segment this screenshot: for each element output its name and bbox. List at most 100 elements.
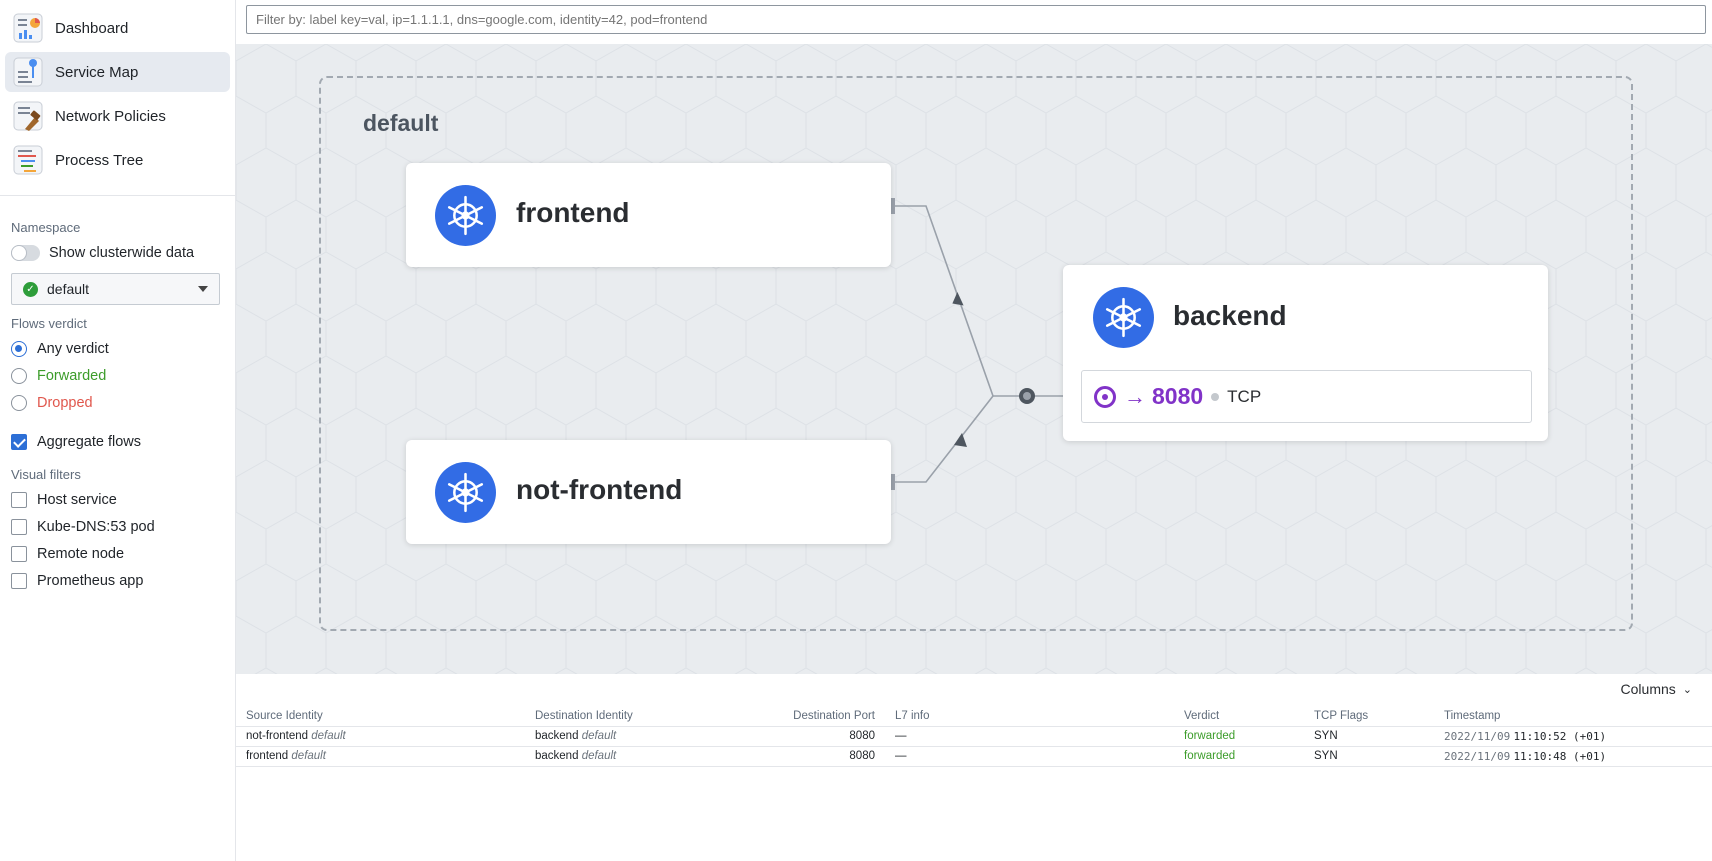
header-l7-info[interactable]: L7 info (885, 706, 1174, 727)
verdict-dropped[interactable]: Dropped (11, 389, 224, 416)
network-policies-icon (13, 101, 43, 131)
service-name-backend: backend (1173, 300, 1287, 331)
timestamp-time: 11:10:52 (+01) (1513, 729, 1607, 743)
visual-kube-dns[interactable]: Kube-DNS:53 pod (11, 513, 224, 540)
visual-remote-node[interactable]: Remote node (11, 540, 224, 567)
service-name-not-frontend: not-frontend (516, 474, 683, 505)
namespace-box (319, 76, 1633, 631)
flows-table: Source Identity Destination Identity Des… (236, 706, 1712, 767)
timestamp-date: 2022/11/09 (1444, 729, 1511, 743)
namespace-title: Namespace (11, 220, 81, 235)
arrow-right-icon: → (1124, 383, 1146, 409)
service-card-not-frontend[interactable]: not-frontend (406, 440, 891, 544)
visual-prometheus-app[interactable]: Prometheus app (11, 567, 224, 594)
table-row[interactable]: frontend default backend default 8080 — … (236, 746, 1712, 767)
header-source-identity[interactable]: Source Identity (236, 706, 525, 727)
verdict-any[interactable]: Any verdict (11, 335, 224, 362)
cell-verdict: forwarded (1174, 746, 1304, 767)
dashboard-icon (13, 13, 43, 43)
nav-item-process-tree[interactable]: Process Tree (5, 140, 230, 180)
timestamp-time: 11:10:48 (+01) (1513, 749, 1607, 763)
nav-item-dashboard[interactable]: Dashboard (5, 8, 230, 48)
radio-any[interactable] (11, 340, 27, 357)
port-protocol: TCP (1227, 386, 1262, 406)
sidebar-divider (0, 195, 235, 196)
host-service-checkbox[interactable] (11, 491, 27, 508)
cell-timestamp: 2022/11/09 11:10:52 (+01) (1434, 726, 1712, 747)
nav-label-network-policies: Network Policies (55, 107, 166, 125)
verdict-forwarded[interactable]: Forwarded (11, 362, 224, 389)
sidebar: Dashboard Service Map (0, 0, 236, 861)
service-card-frontend[interactable]: frontend (406, 163, 891, 267)
nav-label-dashboard: Dashboard (55, 19, 129, 37)
namespace-value: default (47, 281, 90, 297)
kube-dns-checkbox[interactable] (11, 518, 27, 535)
nav-label-service-map: Service Map (55, 63, 139, 81)
clusterwide-label: Show clusterwide data (49, 245, 195, 261)
header-destination-identity[interactable]: Destination Identity (525, 706, 725, 727)
clusterwide-toggle[interactable] (11, 245, 40, 261)
main-nav: Dashboard Service Map (0, 0, 235, 180)
service-map-canvas[interactable]: default frontend (236, 44, 1712, 674)
service-card-backend[interactable]: backend → 8080 TCP (1063, 265, 1548, 441)
verdict-forwarded-label: Forwarded (37, 367, 107, 384)
verdict-dropped-label: Dropped (37, 394, 93, 411)
namespace-label: default (363, 110, 439, 136)
columns-label: Columns (1620, 681, 1676, 697)
table-row[interactable]: not-frontend default backend default 808… (236, 726, 1712, 747)
aggregate-flows[interactable]: Aggregate flows (11, 428, 224, 455)
port-number: 8080 (1152, 383, 1204, 409)
hex-background (236, 44, 1712, 674)
nav-item-service-map[interactable]: Service Map (5, 52, 230, 92)
prometheus-app-checkbox[interactable] (11, 572, 27, 589)
caret-down-icon (198, 286, 208, 292)
destination-namespace: default (581, 730, 617, 742)
timestamp-date: 2022/11/09 (1444, 749, 1511, 763)
verdict-title: Flows verdict (11, 316, 87, 331)
cell-destination: backend default (525, 726, 725, 747)
host-service-label: Host service (37, 491, 117, 508)
cell-verdict: forwarded (1174, 726, 1304, 747)
cell-source: not-frontend default (236, 726, 525, 747)
service-name-frontend: frontend (516, 197, 630, 228)
remote-node-checkbox[interactable] (11, 545, 27, 562)
source-namespace: default (311, 730, 346, 742)
kubernetes-icon (1093, 287, 1154, 348)
service-links (890, 198, 1064, 490)
columns-button[interactable]: Columns ⌄ (1621, 681, 1692, 697)
port-endpoint[interactable]: → 8080 TCP (1081, 370, 1532, 423)
nav-label-process-tree: Process Tree (55, 151, 144, 169)
flows-table-panel: Columns ⌄ Source Identity Destination Id… (236, 674, 1712, 861)
separator-dot (1211, 392, 1220, 401)
verdict-any-label: Any verdict (37, 340, 109, 357)
destination-name: backend (535, 730, 579, 742)
cell-timestamp: 2022/11/09 11:10:48 (+01) (1434, 746, 1712, 767)
kubernetes-icon (435, 462, 496, 523)
kubernetes-icon (435, 185, 496, 246)
destination-name: backend (535, 750, 579, 762)
cell-source: frontend default (236, 746, 525, 767)
prometheus-app-label: Prometheus app (37, 572, 144, 589)
service-map-icon (13, 57, 43, 87)
header-tcp-flags[interactable]: TCP Flags (1304, 706, 1434, 727)
radio-forwarded[interactable] (11, 367, 27, 384)
cell-l7: — (885, 746, 1174, 767)
cell-tcp-flags: SYN (1304, 726, 1434, 747)
clusterwide-toggle-row[interactable]: Show clusterwide data (11, 243, 224, 263)
process-tree-icon (13, 145, 43, 175)
visual-host-service[interactable]: Host service (11, 486, 224, 513)
header-destination-port[interactable]: Destination Port (725, 706, 885, 727)
cell-tcp-flags: SYN (1304, 746, 1434, 767)
chevron-down-icon: ⌄ (1682, 683, 1692, 696)
aggregate-label: Aggregate flows (37, 433, 141, 450)
namespace-section: Namespace Show clusterwide data ✓ defaul… (0, 220, 235, 594)
cell-l7: — (885, 726, 1174, 747)
header-timestamp[interactable]: Timestamp (1434, 706, 1712, 727)
namespace-select[interactable]: ✓ default (11, 273, 220, 305)
filter-input[interactable] (246, 5, 1706, 34)
aggregate-checkbox[interactable] (11, 433, 27, 450)
nav-item-network-policies[interactable]: Network Policies (5, 96, 230, 136)
header-verdict[interactable]: Verdict (1174, 706, 1304, 727)
cell-port: 8080 (725, 726, 885, 747)
radio-dropped[interactable] (11, 394, 27, 411)
